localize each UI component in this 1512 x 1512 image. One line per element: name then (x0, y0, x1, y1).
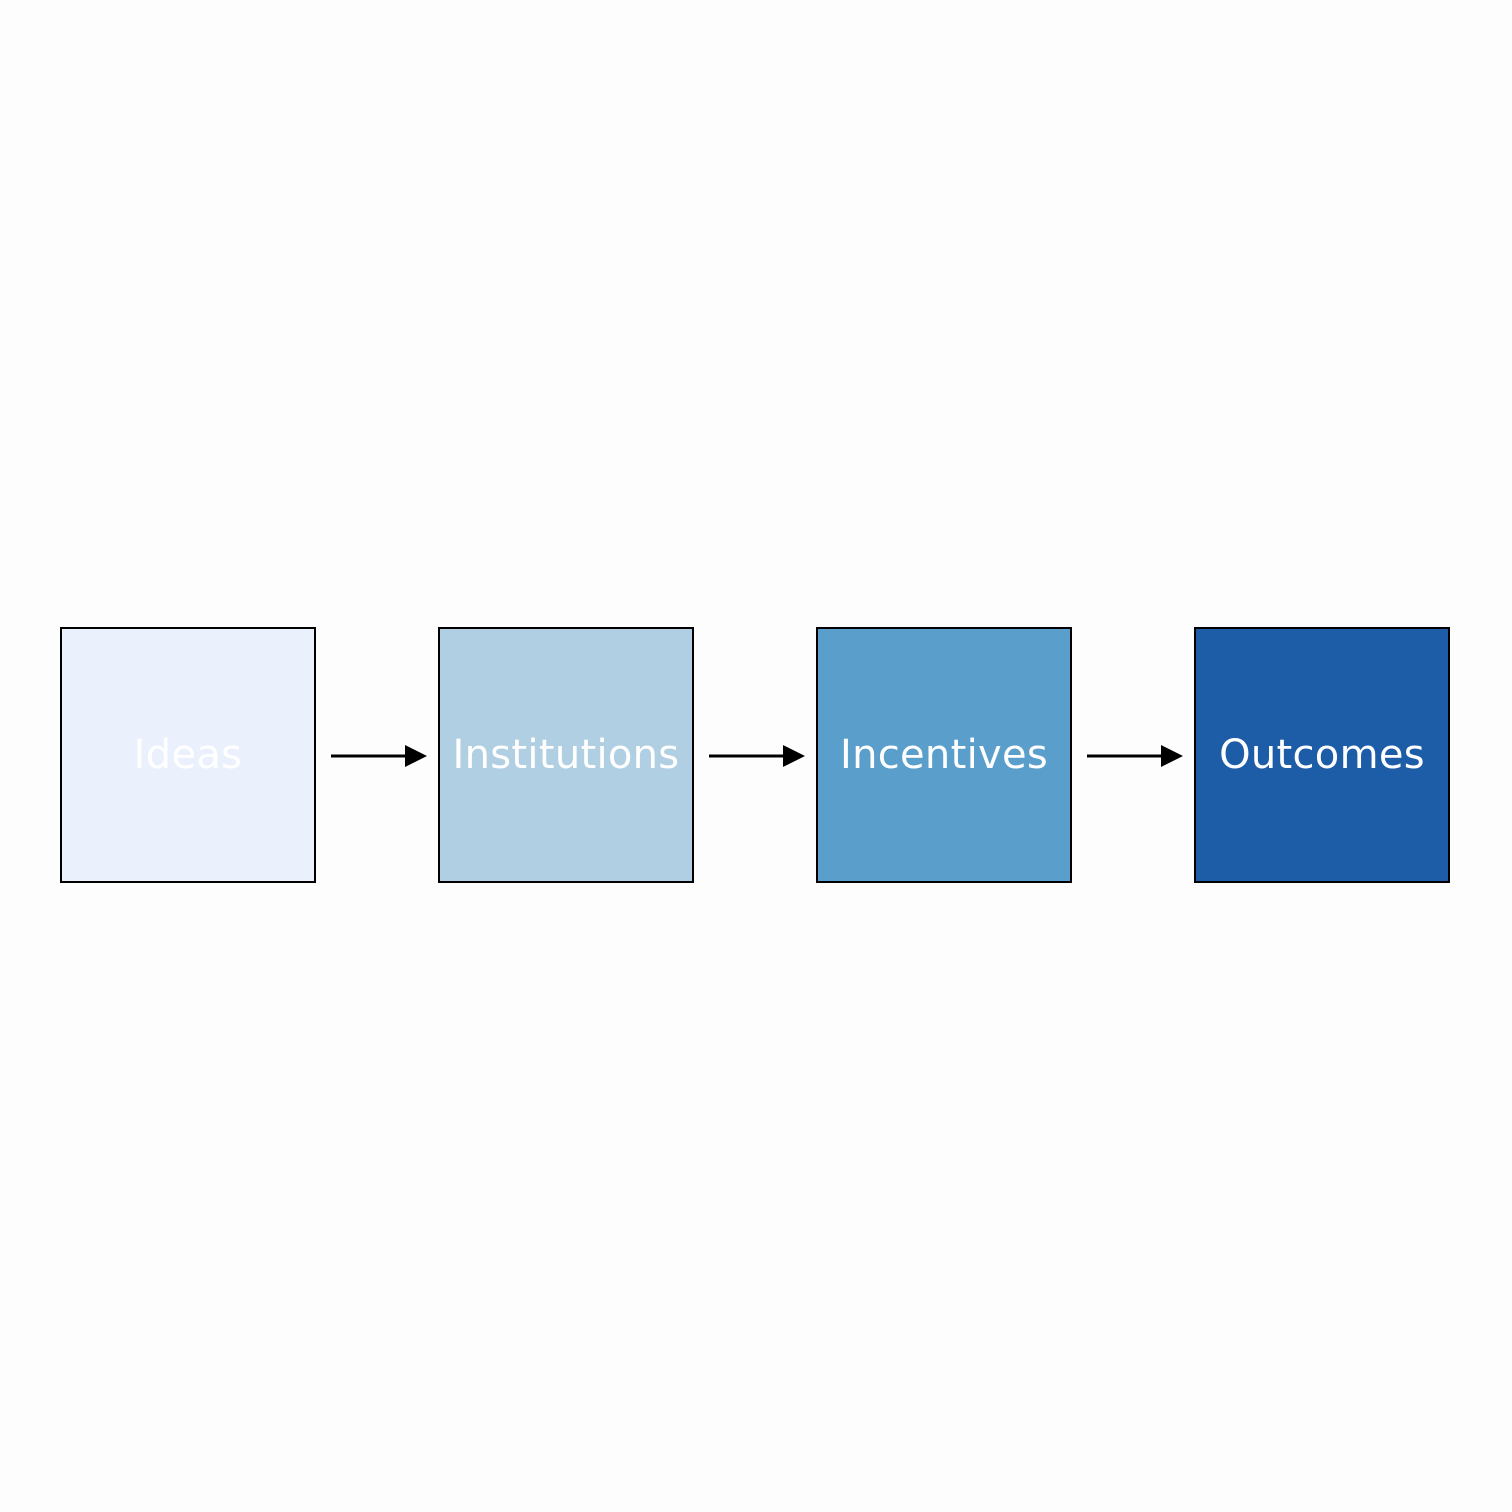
node-label-outcomes: Outcomes (1219, 732, 1425, 778)
node-institutions: Institutions (438, 627, 694, 883)
node-ideas: Ideas (60, 627, 316, 883)
node-incentives: Incentives (816, 627, 1072, 883)
arrow-right-icon (331, 745, 427, 767)
arrow-right-icon (1087, 745, 1183, 767)
arrow-right-icon (709, 745, 805, 767)
node-label-incentives: Incentives (839, 732, 1049, 778)
node-outcomes: Outcomes (1194, 627, 1450, 883)
arrow-head (783, 745, 805, 767)
node-label-institutions: Institutions (452, 732, 680, 778)
arrow-head (1161, 745, 1183, 767)
arrow-head (405, 745, 427, 767)
node-label-ideas: Ideas (133, 732, 243, 778)
